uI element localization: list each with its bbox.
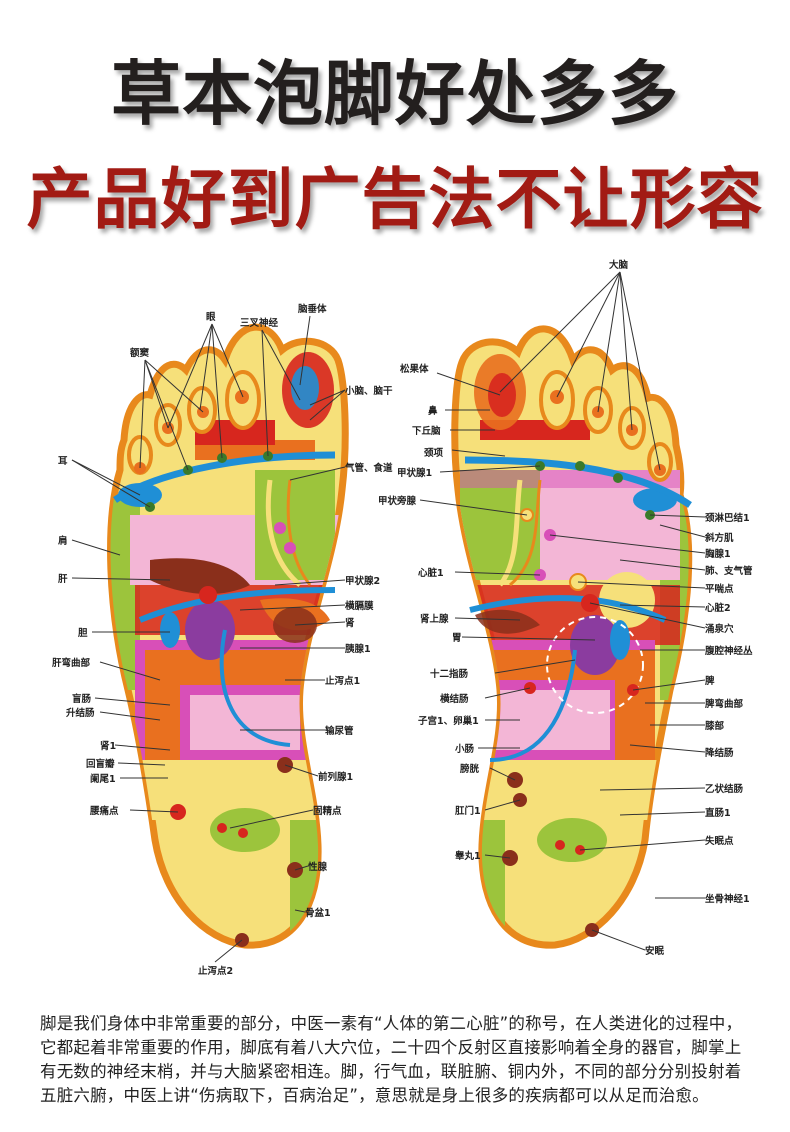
label-trigeminal: 三叉神经	[240, 317, 279, 329]
right-foot-labels: 大脑 松果体 鼻 下丘脑 颈项 甲状腺1 甲状旁腺 颈淋巴结1 斜方肌 胸腺1 …	[378, 259, 753, 957]
label-heart1: 心脏1	[418, 567, 444, 579]
label-celiac: 腹腔神经丛	[704, 645, 753, 657]
label-insomnia: 失眠点	[705, 835, 734, 847]
label-duodenum: 十二指肠	[430, 668, 469, 680]
description-text: 脚是我们身体中非常重要的部分，中医一素有“人体的第二心脏”的称号，在人类进化的过…	[40, 1014, 743, 1105]
label-lymph1: 颈淋巴结1	[704, 512, 750, 524]
label-sperm: 固精点	[313, 805, 342, 817]
label-calm: 安眠	[645, 945, 665, 957]
label-chest1: 胸腺1	[705, 548, 731, 560]
label-trachea: 气管、食道	[344, 462, 393, 474]
label-prostate1: 前列腺1	[318, 771, 353, 783]
main-title: 草本泡脚好处多多	[111, 53, 679, 135]
label-cecum: 盲肠	[72, 693, 92, 705]
label-spleen: 脾	[704, 675, 715, 687]
label-shoulder: 肩	[57, 535, 68, 547]
label-eye: 眼	[206, 312, 216, 323]
label-splenic-flexure: 脾弯曲部	[704, 698, 744, 710]
label-uterus: 子宫1、卵巢1	[418, 715, 479, 727]
label-ileocecal: 回盲瓣	[86, 758, 115, 770]
label-bladder: 膀胱	[459, 763, 480, 775]
label-diarrhea2: 止泻点2	[198, 965, 233, 977]
label-brain: 大脑	[609, 259, 629, 271]
label-rectum1: 直肠1	[705, 807, 731, 819]
label-pineal: 松果体	[400, 363, 429, 375]
label-parathyroid: 甲状旁腺	[378, 495, 417, 507]
label-thyroid1: 甲状腺1	[397, 467, 432, 479]
label-heart2: 心脏2	[705, 602, 731, 614]
label-sciatic1: 坐骨神经1	[705, 893, 750, 905]
label-sigmoid: 乙状结肠	[705, 783, 744, 795]
label-gonad: 性腺	[308, 861, 328, 873]
label-descending-colon: 降结肠	[705, 747, 734, 759]
leader-lines	[71, 271, 706, 963]
label-gallbladder: 胆	[78, 628, 88, 639]
label-liver: 肝	[58, 574, 68, 585]
left-foot	[107, 323, 349, 949]
label-ureter: 输尿管	[325, 725, 354, 737]
label-anus1: 肛门1	[454, 805, 481, 817]
label-lumbago: 腰痛点	[89, 805, 119, 817]
label-trapezius: 斜方肌	[704, 532, 734, 544]
foot-reflexology-diagram: 眼 三叉神经 脑垂体 额窦 小脑、脑干 耳 气管、食道 肩 肝 甲状腺2 横膈膜…	[52, 259, 753, 977]
label-lung: 肺、支气管	[704, 565, 753, 577]
label-ascending-colon: 升结肠	[66, 707, 95, 719]
label-diarrhea1: 止泻点1	[325, 675, 360, 687]
label-cerebellum: 小脑、脑干	[344, 385, 393, 397]
label-adrenal: 肾上腺	[420, 613, 449, 625]
label-pelvis1: 骨盆1	[305, 907, 331, 919]
label-hepatic-flexure: 肝弯曲部	[52, 657, 91, 669]
label-sinus: 额窦	[130, 347, 150, 359]
label-transverse-colon: 横结肠	[440, 693, 469, 705]
left-foot-labels: 眼 三叉神经 脑垂体 额窦 小脑、脑干 耳 气管、食道 肩 肝 甲状腺2 横膈膜…	[52, 303, 393, 977]
label-yongquan: 涌泉穴	[705, 623, 734, 635]
label-ear: 耳	[58, 456, 68, 467]
label-neck: 颈项	[423, 448, 444, 459]
label-small-intestine: 小肠	[454, 743, 475, 755]
label-waist: 膝部	[705, 720, 725, 732]
label-stomach: 胃	[452, 633, 462, 644]
label-pancreas1: 胰腺1	[345, 643, 371, 655]
label-diaphragm: 横膈膜	[345, 600, 374, 612]
label-kidney: 肾	[345, 617, 355, 629]
label-hypothalamus: 下丘脑	[412, 425, 441, 437]
label-thyroid2: 甲状腺2	[345, 575, 380, 587]
label-asthma: 平喘点	[705, 583, 734, 595]
label-pituitary: 脑垂体	[297, 303, 327, 315]
label-testis1: 睾丸1	[455, 850, 481, 862]
label-kidney1: 肾1	[100, 740, 116, 752]
label-nose: 鼻	[428, 405, 438, 417]
sub-title: 产品好到广告法不让形容	[26, 161, 764, 238]
label-appendix1: 阑尾1	[90, 773, 116, 785]
